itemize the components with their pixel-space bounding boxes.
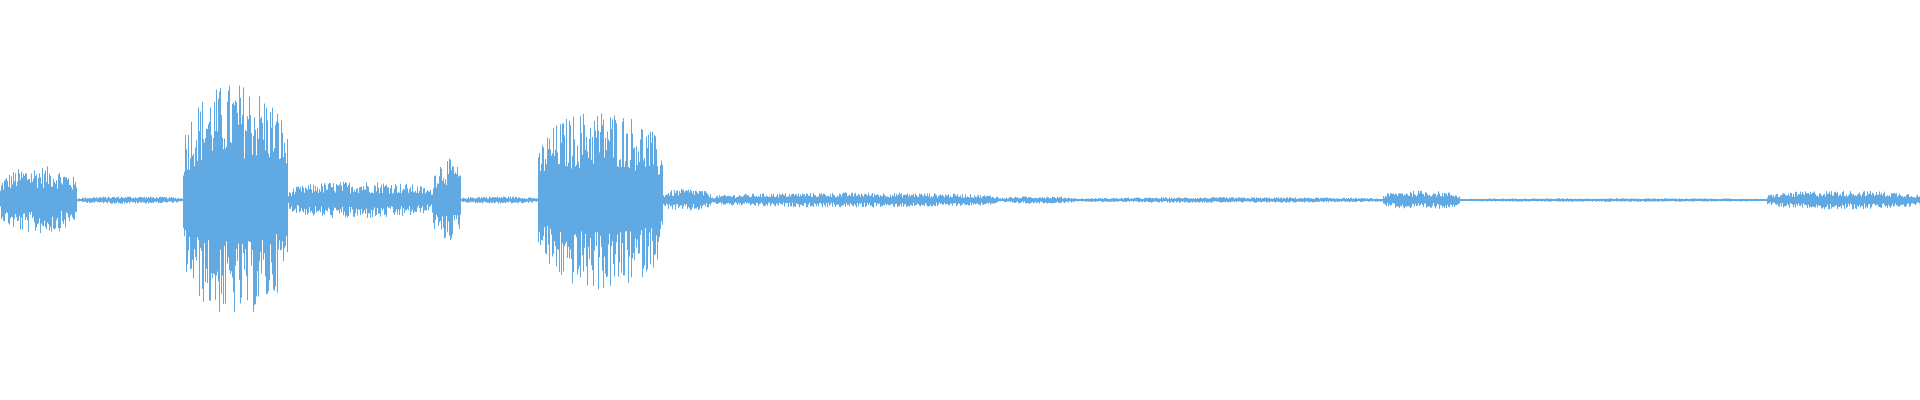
waveform-bars <box>0 85 1920 313</box>
